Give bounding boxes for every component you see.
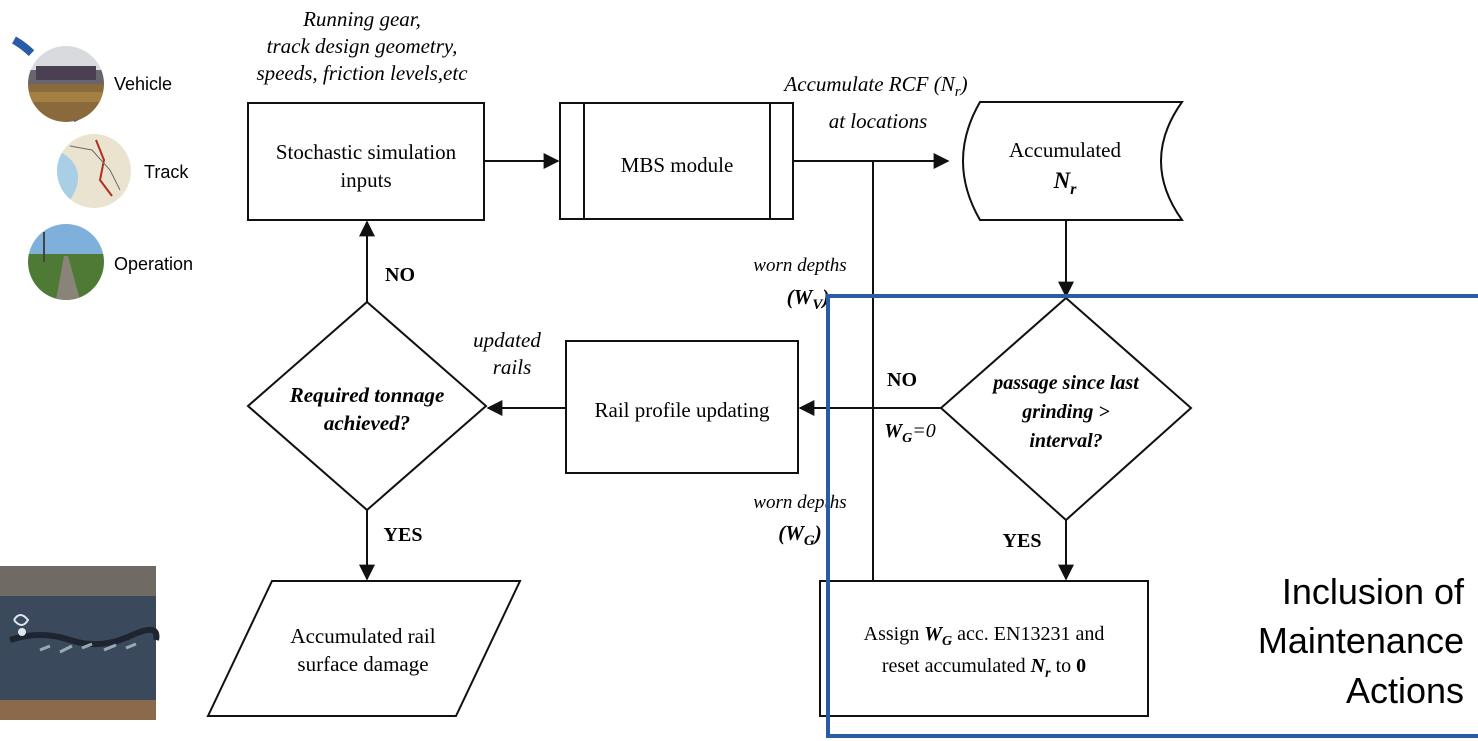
- svg-text:Assign WG acc. EN13231 and: Assign WG acc. EN13231 and: [864, 623, 1105, 649]
- maintenance-highlight-frame: [826, 294, 1478, 738]
- maintenance-caption: Inclusion of Maintenance Actions: [1258, 571, 1465, 711]
- yes-label-right: YES: [1003, 530, 1042, 552]
- svg-text:interval?: interval?: [1029, 430, 1102, 452]
- operation-label: Operation: [114, 254, 193, 274]
- svg-text:(WV): (WV): [787, 285, 830, 313]
- svg-text:Stochastic simulation: Stochastic simulation: [276, 140, 457, 164]
- accumulated-damage-output: Accumulated rail surface damage: [206, 580, 522, 717]
- svg-text:surface damage: surface damage: [297, 652, 428, 676]
- svg-text:Rail profile updating: Rail profile updating: [595, 398, 770, 422]
- accumulate-rcf-label: Accumulate RCF (Nr): [782, 72, 967, 100]
- svg-text:worn depths: worn depths: [753, 255, 846, 276]
- svg-text:rails: rails: [493, 355, 532, 379]
- svg-text:reset accumulated Nr to 0: reset accumulated Nr to 0: [882, 655, 1086, 681]
- yes-label-left: YES: [384, 524, 423, 546]
- tonnage-decision: Required tonnage achieved?: [246, 300, 488, 512]
- svg-text:grinding >: grinding >: [1021, 401, 1110, 423]
- simulation-inputs-note: Running gear, track design geometry, spe…: [256, 7, 468, 85]
- train-photo-icon: [28, 46, 104, 122]
- svg-text:inputs: inputs: [340, 168, 391, 192]
- svg-text:Running gear,: Running gear,: [302, 7, 421, 31]
- edge-labels: Accumulate RCF (Nr) at locations worn de…: [384, 72, 1042, 552]
- vehicle-label: Vehicle: [114, 74, 172, 94]
- svg-text:passage since last: passage since last: [991, 372, 1140, 394]
- accumulated-nr-store: Accumulated Nr: [962, 101, 1184, 221]
- svg-text:Inclusion of: Inclusion of: [1282, 571, 1465, 612]
- grinding-interval-decision: passage since last grinding > interval?: [939, 296, 1193, 522]
- connectors: [359, 153, 1074, 581]
- svg-text:speeds, friction levels,etc: speeds, friction levels,etc: [256, 61, 468, 85]
- svg-text:worn depths: worn depths: [753, 492, 846, 513]
- svg-text:Maintenance: Maintenance: [1258, 620, 1464, 661]
- track-map-icon: [57, 134, 131, 208]
- svg-text:updated: updated: [473, 328, 541, 352]
- wg-zero-label: WG=0: [884, 420, 935, 446]
- no-label-right: NO: [887, 369, 917, 391]
- input-icons-column: Vehicle Track Operation: [9, 36, 193, 309]
- svg-text:Accumulated: Accumulated: [1009, 138, 1121, 162]
- svg-text:MBS module: MBS module: [621, 153, 734, 177]
- track-label: Track: [144, 162, 189, 182]
- svg-text:at locations: at locations: [829, 109, 928, 133]
- no-label-left: NO: [385, 264, 415, 286]
- rail-profile-updating-box: Rail profile updating: [565, 340, 799, 474]
- svg-text:Required tonnage: Required tonnage: [289, 383, 445, 407]
- assign-wg-box: Assign WG acc. EN13231 and reset accumul…: [819, 580, 1149, 717]
- mbs-module-box: MBS module: [559, 102, 794, 220]
- svg-text:achieved?: achieved?: [324, 411, 410, 435]
- svg-text:track design geometry,: track design geometry,: [267, 34, 458, 58]
- svg-text:Actions: Actions: [1346, 670, 1464, 711]
- rail-damage-photo-icon: [0, 566, 160, 720]
- svg-text:(WG): (WG): [778, 521, 822, 549]
- railway-photo-icon: [28, 224, 104, 300]
- svg-text:Accumulated rail: Accumulated rail: [290, 624, 435, 648]
- stochastic-inputs-box: Stochastic simulation inputs: [247, 102, 485, 221]
- svg-text:Nr: Nr: [1053, 168, 1078, 198]
